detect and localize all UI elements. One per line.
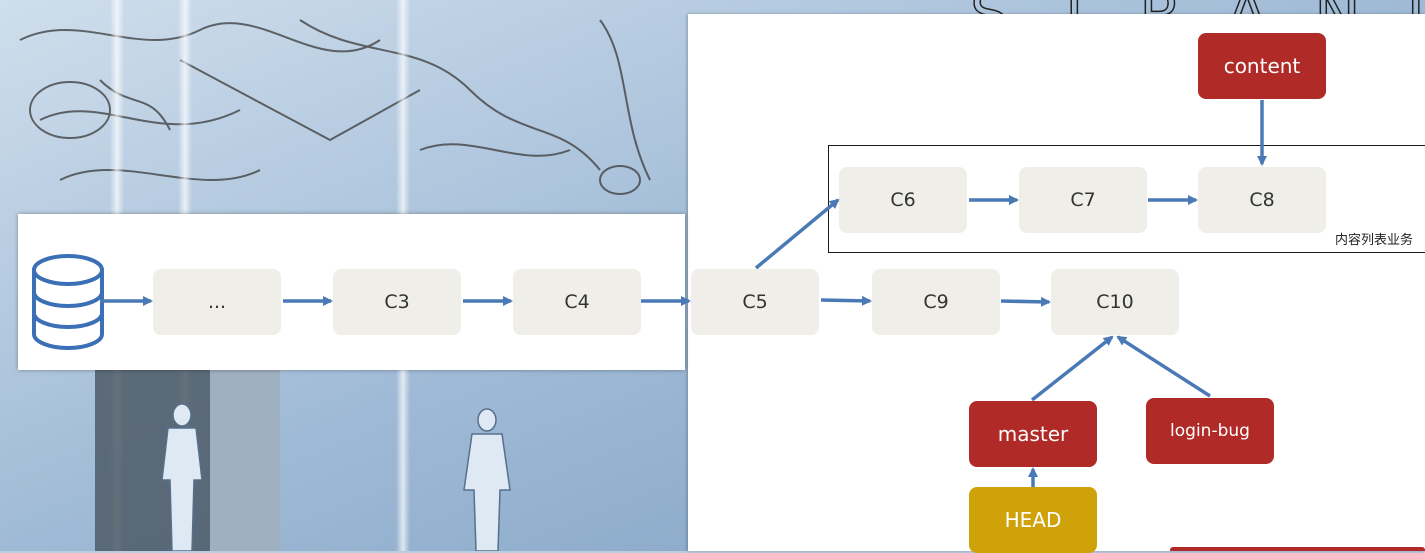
bottom-accent-bar: [1170, 547, 1425, 551]
database-icon: [32, 254, 104, 351]
commit-c8: C8: [1198, 167, 1326, 233]
commit-c3: C3: [333, 269, 461, 335]
feature-branch-caption: 内容列表业务: [1335, 233, 1414, 248]
branch-login-bug-tag: login-bug: [1146, 398, 1274, 464]
head-pointer-tag: HEAD: [969, 487, 1097, 553]
heading-fragment: STRAND: [970, 0, 1425, 16]
commit-c4: C4: [513, 269, 641, 335]
commit-c6: C6: [839, 167, 967, 233]
commit-c10: C10: [1051, 269, 1179, 335]
commit-ellipsis: ...: [153, 269, 281, 335]
commit-c5: C5: [691, 269, 819, 335]
branch-master-tag: master: [969, 401, 1097, 467]
branch-content-tag: content: [1198, 33, 1326, 99]
commit-c7: C7: [1019, 167, 1147, 233]
heading-decoration: STRAND: [969, 0, 1425, 16]
commit-c9: C9: [872, 269, 1000, 335]
